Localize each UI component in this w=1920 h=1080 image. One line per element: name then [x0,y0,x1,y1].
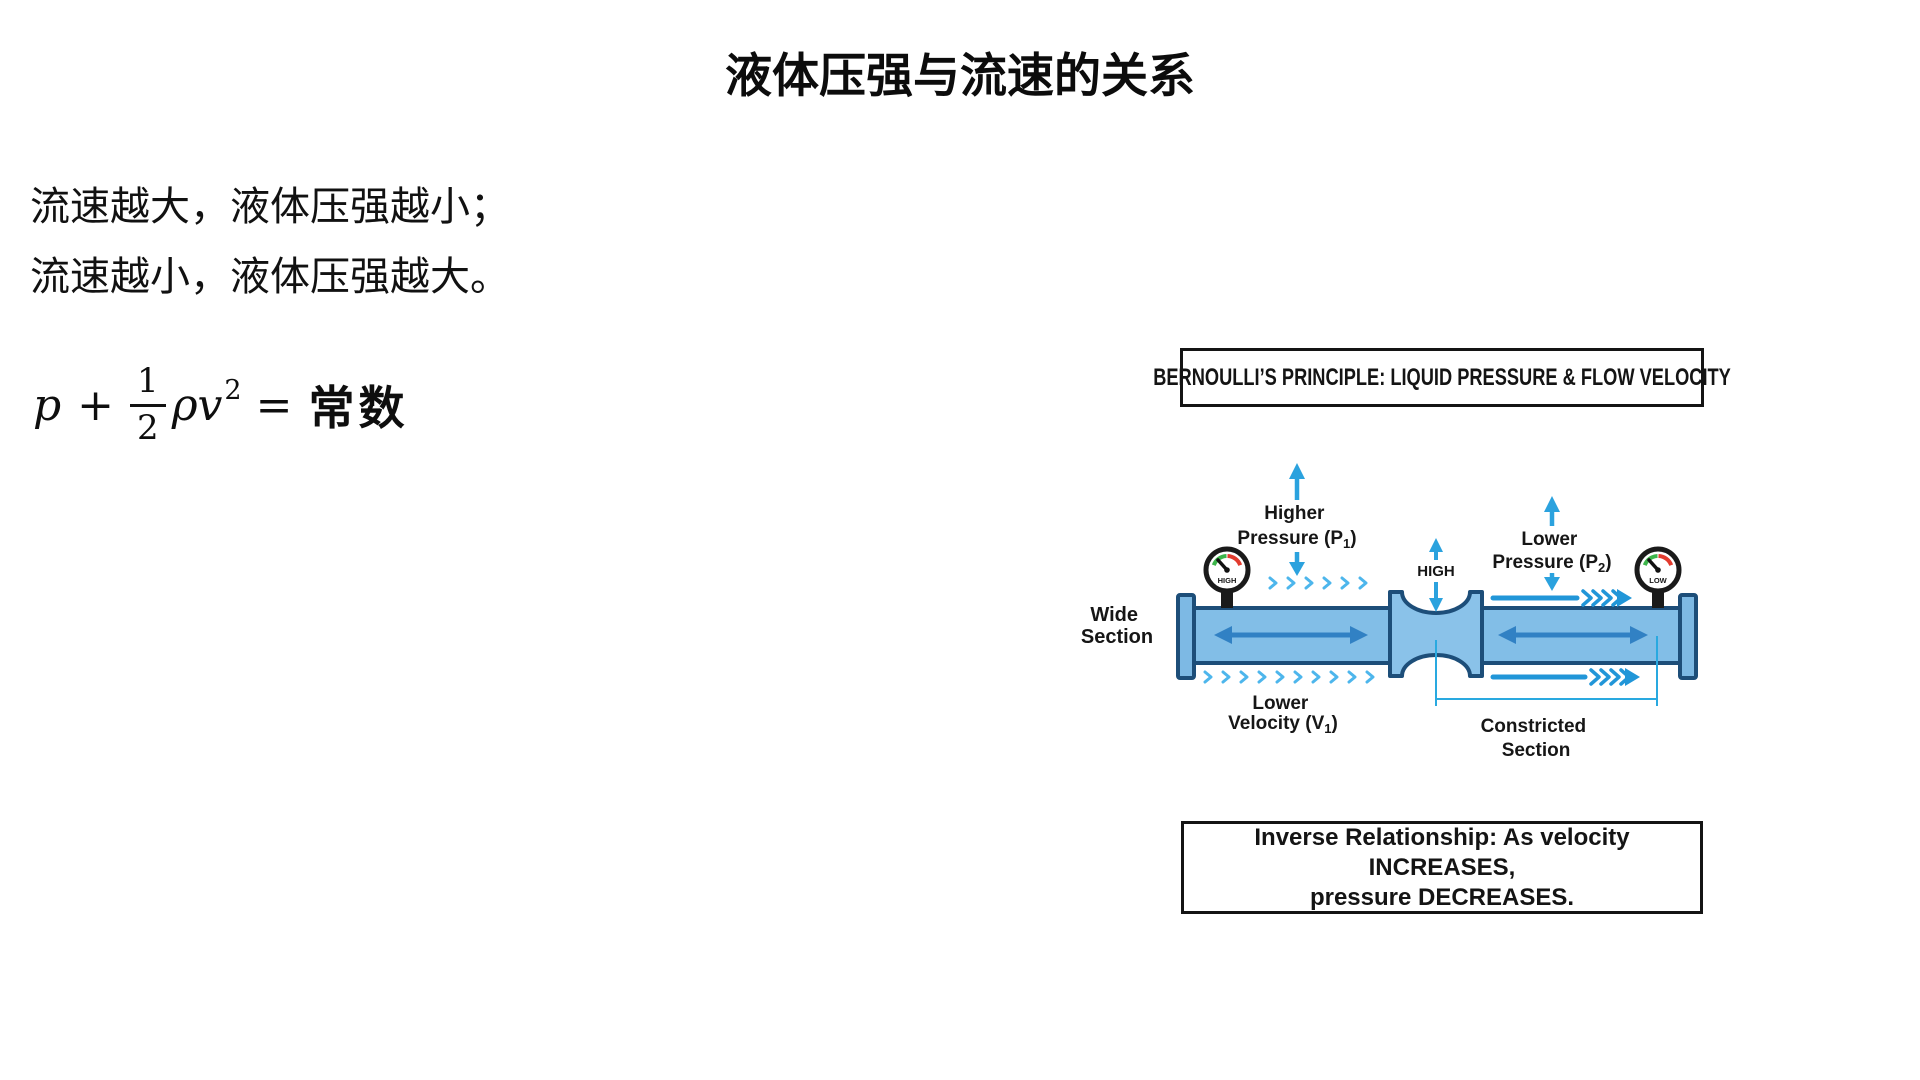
pipe-right-flange [1678,593,1698,680]
gauge-low-label: LOW [1649,576,1667,585]
slow-flow-chevrons-bottom [1203,670,1375,684]
constricted-section-label: Constricted Section [1481,716,1592,761]
left-section-flow-arrow [1214,626,1368,644]
lower-velocity-label: Lower Velocity (V1) [1228,693,1338,736]
gauge-red-arc [1658,554,1674,567]
body-line-2: 流速越小，液体压强越大。 [30,255,510,299]
formula-rho-v: ρv [171,379,223,431]
bernoulli-formula: p + 1 2 ρv 2 = 常数 [33,355,408,455]
formula-equals: = [255,379,293,431]
page-title: 液体压强与流速的关系 [725,49,1195,102]
inverse-line-2: pressure DECREASES. [1309,883,1575,911]
throat-down-arrow [1429,582,1443,612]
pipe [1176,590,1698,680]
right-section-flow-arrow [1498,626,1648,644]
formula-constant: 常数 [308,381,409,435]
pressure-gauge-low: LOW [1634,546,1682,608]
inverse-relationship-box: Inverse Relationship: As velocity INCREA… [1181,821,1703,914]
higher-pressure-up-arrow [1289,463,1305,500]
formula-denominator: 2 [137,407,159,448]
lower-pressure-up-arrow [1544,496,1560,526]
wide-section-label: Wide Section [1081,604,1153,648]
fast-flow-top [1490,589,1632,607]
lower-pressure-label: Lower Pressure (P2) [1492,529,1611,575]
formula-p: p [33,379,62,431]
diagram-title-box: BERNOULLI’S PRINCIPLE: LIQUID PRESSURE &… [1153,348,1731,407]
bernoulli-diagram: Wide Section [1081,463,1698,761]
gauge-red-arc [1227,554,1243,567]
formula-fraction: 1 2 [130,362,166,448]
body-text: 流速越大，液体压强越小； 流速越小，液体压强越大。 [30,172,510,312]
constricted-section-bracket [1435,636,1658,706]
gauge-high-label: HIGH [1218,576,1237,585]
throat-high-label: HIGH [1417,563,1455,580]
diagram-title: BERNOULLI’S PRINCIPLE: LIQUID PRESSURE &… [1153,363,1731,391]
inverse-line-1: Inverse Relationship: As velocity INCREA… [1254,823,1630,881]
slow-flow-chevrons-top [1268,576,1368,590]
pipe-left-flange [1176,593,1196,680]
lower-pressure-down-arrow [1544,573,1560,591]
constricted-section-shape [1388,590,1484,678]
throat-up-arrow [1429,538,1443,560]
body-line-1: 流速越大，液体压强越小； [30,185,510,229]
higher-pressure-down-arrow [1289,552,1305,576]
formula-plus: + [77,379,115,431]
formula-numerator: 1 [130,362,166,407]
fast-flow-bottom [1490,668,1640,686]
pressure-gauge-high: HIGH [1203,546,1251,608]
higher-pressure-label: Higher Pressure (P1) [1237,503,1356,551]
formula-exponent: 2 [224,374,242,406]
